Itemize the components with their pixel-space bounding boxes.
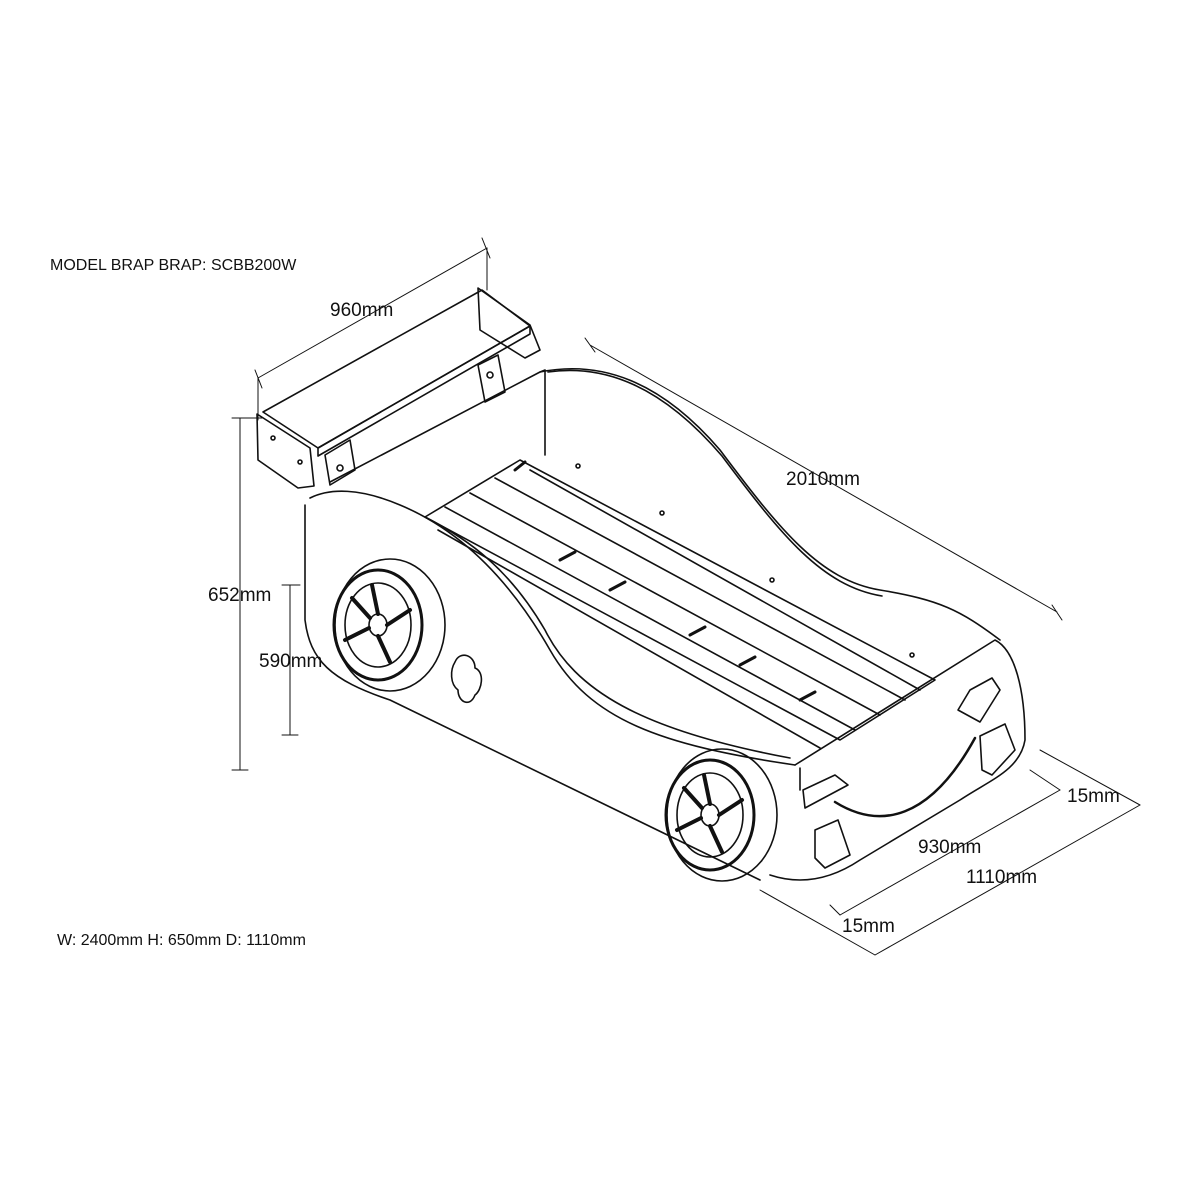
slats xyxy=(424,459,936,749)
dimension-lines xyxy=(231,237,1141,956)
dimension-side-height: 590mm xyxy=(259,651,323,672)
dimension-outer-width: 1110mm xyxy=(966,867,1038,888)
dimension-inner-width: 930mm xyxy=(918,837,982,858)
rear-wheel xyxy=(332,558,446,692)
dimension-spoiler-width: 960mm xyxy=(330,300,394,321)
spoiler xyxy=(256,287,541,489)
dimension-front-offset-left: 15mm xyxy=(842,916,895,937)
bed-body xyxy=(304,367,1026,881)
front-wheel xyxy=(664,748,778,882)
dimension-front-offset-right: 15mm xyxy=(1067,786,1120,807)
overall-dimensions-label: W: 2400mm H: 650mm D: 1110mm xyxy=(57,932,306,949)
model-label: MODEL BRAP BRAP: SCBB200W xyxy=(50,257,297,274)
dimension-total-height: 652mm xyxy=(208,585,272,606)
dimension-length: 2010mm xyxy=(786,469,860,490)
